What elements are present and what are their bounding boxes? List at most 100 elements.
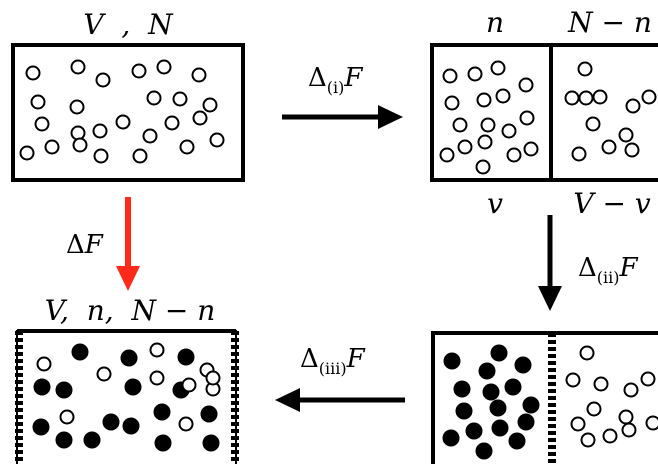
split-particle — [577, 61, 593, 77]
final-particles — [32, 342, 221, 452]
separated-filled-particle — [475, 442, 493, 460]
separated-box-frame — [431, 331, 658, 464]
final-filled-particle — [120, 349, 138, 367]
separated-filled-particle — [491, 419, 509, 437]
separated-open-particle — [645, 415, 658, 431]
split-particle — [467, 66, 483, 82]
split-particle — [444, 95, 460, 111]
split-particle — [495, 88, 511, 104]
initial-particle — [92, 123, 108, 139]
separated-open-particle — [579, 345, 595, 361]
final-filled-particle — [55, 381, 73, 399]
final-open-particle — [149, 342, 165, 358]
split-particle — [523, 141, 539, 157]
initial-particle — [164, 115, 180, 131]
separated-filled-particle — [508, 432, 526, 450]
initial-particle — [72, 137, 88, 153]
separated-filled-particle — [453, 380, 471, 398]
split-particle — [578, 90, 594, 106]
split-box-frame — [430, 43, 658, 182]
split-particle — [442, 68, 458, 84]
initial-particle — [131, 63, 147, 79]
separated-filled-particle — [443, 352, 461, 370]
initial-particles — [19, 59, 225, 164]
split-particle — [624, 142, 640, 158]
final-filled-particle — [177, 348, 195, 366]
initial-particle — [156, 59, 172, 75]
split-particles — [439, 60, 657, 175]
separated-filled-particle — [522, 396, 540, 414]
initial-particle — [146, 90, 162, 106]
initial-particle — [179, 139, 195, 155]
separated-open-particle — [593, 376, 609, 392]
separated-box — [431, 331, 658, 464]
final-filled-particle — [83, 431, 101, 449]
initial-particle — [115, 114, 131, 130]
final-filled-particle — [33, 378, 51, 396]
final-open-particle — [178, 416, 194, 432]
initial-particle — [192, 110, 208, 126]
split-particle — [452, 117, 468, 133]
separated-filled-particle — [489, 399, 507, 417]
initial-particle — [132, 148, 148, 164]
initial-box-frame — [11, 43, 245, 182]
final-open-particle — [96, 366, 112, 382]
split-particle — [457, 139, 473, 155]
initial-particle — [93, 148, 109, 164]
initial-particle — [69, 99, 85, 115]
separated-open-particle — [623, 382, 639, 398]
split-label-v-minus: V − v — [573, 187, 650, 220]
initial-particle — [95, 72, 111, 88]
split-particle — [480, 117, 496, 133]
split-particle — [585, 116, 601, 132]
final-filled-particle — [124, 378, 142, 396]
separated-open-particle — [621, 422, 637, 438]
arrow-total: ΔF — [66, 197, 140, 291]
split-particle — [641, 89, 657, 105]
separated-filled-particle — [455, 402, 473, 420]
split-particle — [439, 147, 455, 163]
split-particle — [518, 77, 534, 93]
initial-particle — [142, 128, 158, 144]
initial-particle — [202, 97, 218, 113]
split-particle — [477, 134, 493, 150]
initial-particle — [44, 139, 60, 155]
split-particle — [618, 127, 634, 143]
separated-filled-particle — [517, 413, 535, 431]
split-particle — [490, 60, 506, 76]
separated-open-particle — [618, 409, 634, 425]
final-open-particle — [59, 409, 75, 425]
separated-filled-particle — [465, 422, 483, 440]
initial-box-label: V , N — [83, 8, 174, 41]
final-filled-particle — [154, 434, 172, 452]
final-open-particle — [205, 370, 221, 386]
arrow-step-iii: Δ(iii)F — [275, 344, 405, 412]
final-box: V, n, N − n — [15, 294, 239, 464]
separated-open-particle — [570, 416, 586, 432]
final-open-particle — [149, 370, 165, 386]
final-box-label: V, n, N − n — [45, 294, 216, 327]
separated-filled-particle — [514, 356, 532, 374]
split-particle — [592, 89, 608, 105]
initial-particle — [172, 91, 188, 107]
separated-open-particle — [580, 432, 596, 448]
arrow-step-ii: Δ(ii)F — [538, 215, 639, 311]
final-filled-particle — [153, 403, 171, 421]
arrow-step-i-label: Δ(i)F — [308, 63, 363, 97]
initial-particle — [30, 94, 46, 110]
final-filled-particle — [202, 434, 220, 452]
separated-open-particle — [565, 372, 581, 388]
separated-filled-particle — [482, 383, 500, 401]
arrow-step-i: Δ(i)F — [282, 63, 403, 129]
final-filled-particle — [122, 417, 140, 435]
split-particle — [571, 146, 587, 162]
separated-filled-particle — [504, 378, 522, 396]
initial-particle — [191, 67, 207, 83]
final-filled-particle — [200, 405, 218, 423]
initial-particle — [70, 59, 86, 75]
final-open-particle — [181, 377, 197, 393]
split-particle — [519, 110, 535, 126]
final-filled-particle — [32, 418, 50, 436]
split-particle — [564, 90, 580, 106]
